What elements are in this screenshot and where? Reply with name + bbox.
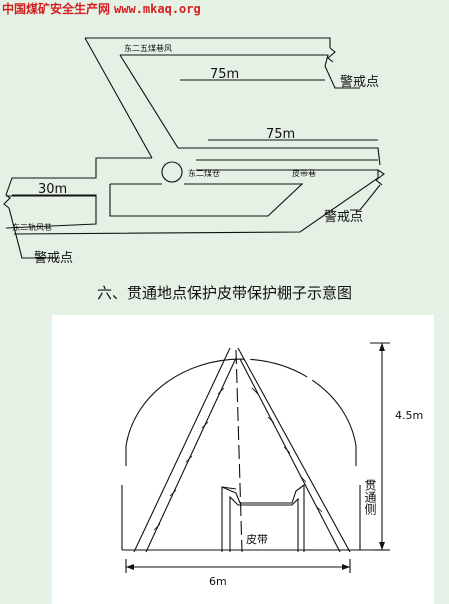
belt-roadway-top bbox=[178, 147, 381, 166]
shed-left-outer bbox=[133, 347, 231, 553]
width-arrow-right bbox=[342, 564, 350, 570]
belt-roadway-upper bbox=[5, 157, 152, 196]
label-upper-roadway: 东二五煤巷风 bbox=[124, 43, 172, 53]
shed-right-outer bbox=[237, 347, 351, 553]
label-width-dim: 6m bbox=[209, 575, 227, 588]
leader-top bbox=[324, 65, 360, 89]
label-belt: 皮带 bbox=[246, 533, 268, 546]
break-mark-left bbox=[3, 194, 11, 209]
break-mark-top bbox=[327, 47, 336, 63]
label-left-roadway: 东二轨风巷 bbox=[12, 222, 52, 232]
upper-roadway-outer bbox=[85, 37, 331, 48]
label-dim-top: 75m bbox=[210, 67, 239, 82]
section-caption: 六、贯通地点保护皮带保护棚子示意图 bbox=[96, 284, 352, 302]
shed-centre-post bbox=[235, 349, 243, 553]
lower-roadway-b bbox=[109, 183, 304, 217]
watermark-site-name: 中国煤矿安全生产网 bbox=[2, 2, 111, 16]
shed-left-hatching bbox=[153, 387, 225, 531]
shed-right-inner bbox=[239, 358, 341, 553]
label-dim-left: 30m bbox=[38, 182, 67, 197]
connector-inner bbox=[119, 54, 179, 149]
shed-right-hatching bbox=[251, 387, 323, 513]
height-arrow-top bbox=[379, 343, 385, 351]
break-mark-right bbox=[375, 169, 385, 186]
height-arrow-bottom bbox=[379, 542, 385, 550]
belt-frame-outer bbox=[221, 483, 305, 552]
upper-roadway-inner bbox=[120, 54, 329, 67]
label-through-side: 贯通侧 bbox=[363, 479, 377, 516]
roadway-layout-diagram: 东二五煤巷风 75m 警戒点 75m 东二煤仓 皮带巷 30m 东二轨风巷 警戒… bbox=[3, 37, 385, 266]
label-warning-left: 警戒点 bbox=[34, 250, 73, 266]
watermark-url: www.mkaq.org bbox=[114, 2, 201, 16]
connector-outer bbox=[84, 37, 153, 159]
width-arrow-left bbox=[126, 564, 134, 570]
label-height-dim: 4.5m bbox=[395, 409, 423, 422]
coal-bunker bbox=[161, 161, 183, 183]
shed-left-inner bbox=[145, 357, 237, 553]
protection-shed-diagram: 4.5m 6m 皮带 贯通侧 bbox=[121, 342, 423, 588]
belt-top-left bbox=[221, 486, 237, 490]
belt-frame-inner bbox=[229, 495, 299, 552]
label-dim-mid: 75m bbox=[266, 127, 295, 142]
shed-diagram-panel: 4.5m 6m 皮带 贯通侧 bbox=[52, 315, 434, 604]
leader-right bbox=[350, 184, 381, 211]
lower-roadway-c bbox=[5, 194, 97, 229]
label-warning-top: 警戒点 bbox=[340, 74, 379, 90]
label-belt-roadway: 皮带巷 bbox=[292, 168, 316, 178]
label-warning-right: 警戒点 bbox=[324, 209, 363, 225]
arch-outline bbox=[125, 358, 357, 447]
label-bunker: 东二煤仓 bbox=[188, 168, 220, 178]
leader-left bbox=[8, 207, 60, 259]
